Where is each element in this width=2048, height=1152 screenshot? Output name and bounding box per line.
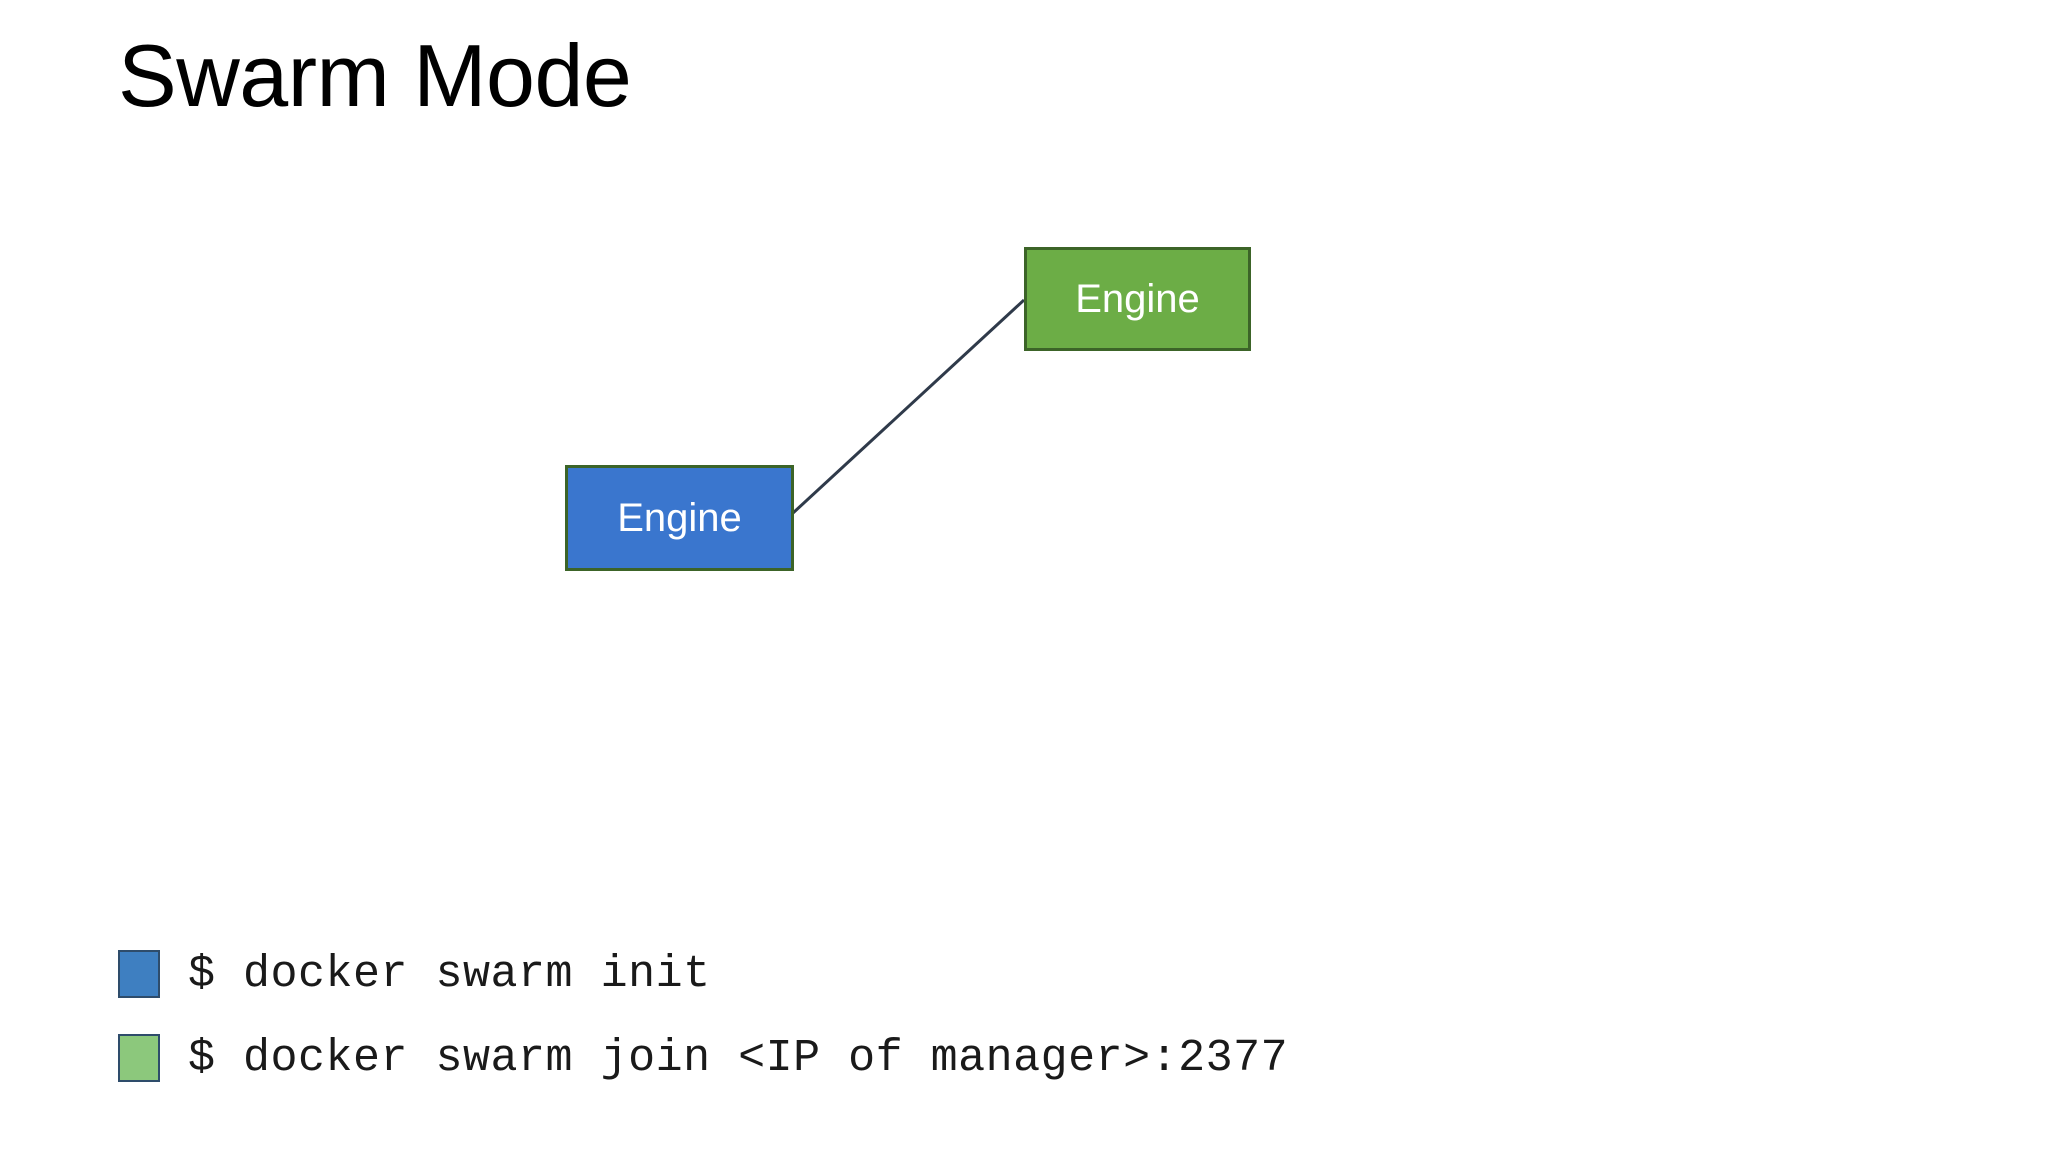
- legend-swatch-green-icon: [118, 1034, 160, 1082]
- connector-layer: [791, 298, 1026, 515]
- engine-node-manager-label: Engine: [1075, 276, 1200, 321]
- command-text-init: $ docker swarm init: [188, 948, 711, 1000]
- legend-row-join: $ docker swarm join <IP of manager>:2377: [118, 1027, 1618, 1089]
- command-legend: $ docker swarm init $ docker swarm join …: [118, 943, 1618, 1089]
- legend-swatch-blue-icon: [118, 950, 160, 998]
- swarm-diagram: Engine Engine: [565, 247, 1251, 571]
- page-title: Swarm Mode: [118, 26, 632, 125]
- command-text-join: $ docker swarm join <IP of manager>:2377: [188, 1032, 1289, 1084]
- engine-node-worker[interactable]: Engine: [565, 465, 794, 571]
- engine-node-manager[interactable]: Engine: [1024, 247, 1251, 351]
- legend-row-init: $ docker swarm init: [118, 943, 1618, 1005]
- engine-node-worker-label: Engine: [617, 495, 742, 540]
- connector-line-worker-to-manager: [791, 298, 1026, 515]
